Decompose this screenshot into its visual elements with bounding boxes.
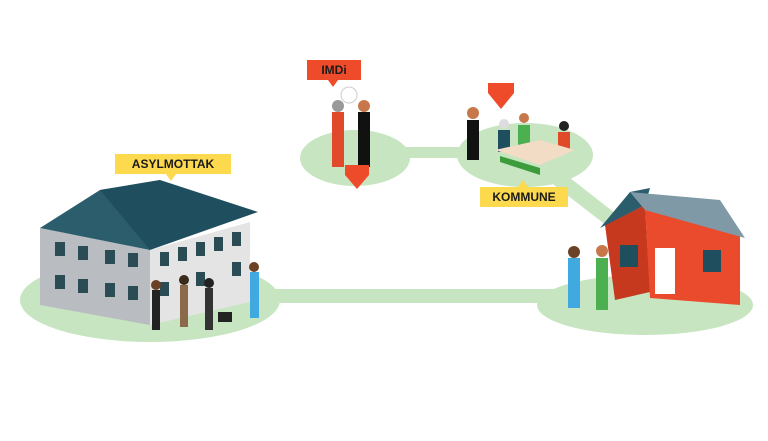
new-home-house	[600, 188, 745, 305]
asylmottak-label-text: ASYLMOTTAK	[132, 157, 215, 171]
kommune-label: KOMMUNE	[480, 180, 568, 207]
asylmottak-label: ASYLMOTTAK	[115, 154, 231, 181]
municipality-meeting	[467, 83, 575, 175]
new-residents	[568, 245, 608, 310]
shield-icon	[345, 165, 369, 189]
imdi-label: IMDi	[307, 60, 361, 87]
residents-group	[151, 262, 259, 330]
shield-icon	[488, 83, 514, 109]
imdi-meeting	[332, 86, 370, 189]
kommune-label-text: KOMMUNE	[492, 190, 555, 204]
imdi-label-text: IMDi	[321, 63, 346, 77]
asylum-center-building	[40, 180, 258, 325]
